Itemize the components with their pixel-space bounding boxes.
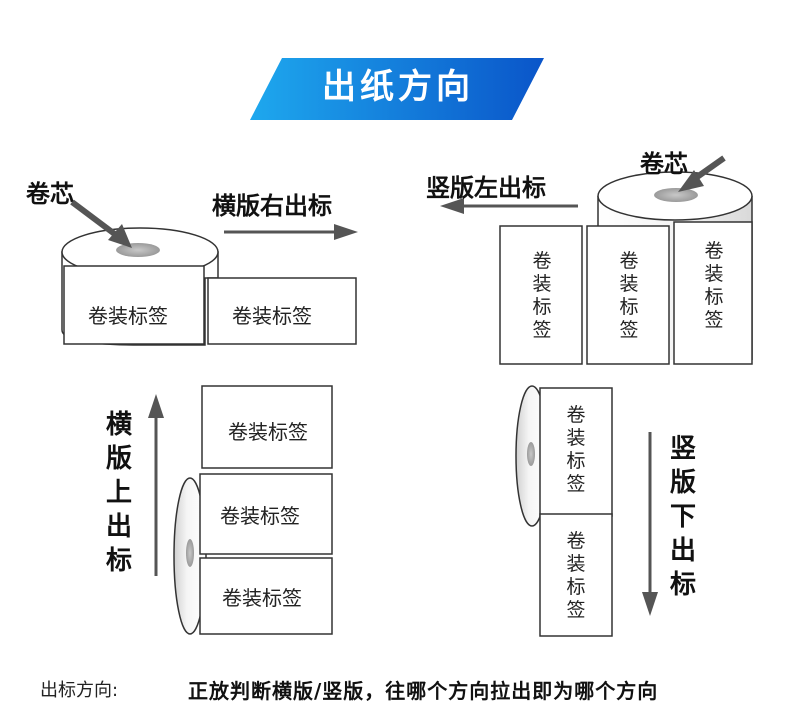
arrow-up-icon xyxy=(148,394,164,576)
title-banner xyxy=(250,58,544,120)
direction-label-top-left: 横版右出标 xyxy=(212,192,332,220)
footer-label: 出标方向: xyxy=(40,680,119,701)
label-sticker-text: 卷装标签 xyxy=(566,404,586,495)
core-pointer-arrow-left xyxy=(70,199,132,248)
label-sticker-text: 卷装标签 xyxy=(566,530,586,621)
label-sticker-text: 卷装标签 xyxy=(222,586,302,610)
direction-label-bottom-right: 竖版下出标 xyxy=(669,434,696,600)
page-title: 出纸方向 xyxy=(322,67,474,107)
core-label-right: 卷芯 xyxy=(640,150,688,178)
arrow-left-icon xyxy=(440,198,578,214)
label-sticker-text: 卷装标签 xyxy=(619,250,639,341)
arrow-right-icon xyxy=(224,224,358,240)
label-sticker-text: 卷装标签 xyxy=(704,240,724,331)
footer-text: 正放判断横版/竖版，往哪个方向拉出即为哪个方向 xyxy=(188,679,659,703)
label-sticker-text: 卷装标签 xyxy=(228,420,308,444)
arrow-down-icon xyxy=(642,432,658,616)
roll-top-left xyxy=(61,227,357,346)
label-sticker-text: 卷装标签 xyxy=(88,304,168,328)
roll-bottom-right xyxy=(515,385,613,637)
core-pointer-arrow-right xyxy=(678,155,726,192)
roll-bottom-left xyxy=(173,385,333,635)
label-sticker-text: 卷装标签 xyxy=(232,304,312,328)
roll-top-right xyxy=(499,171,753,365)
direction-label-top-right: 竖版左出标 xyxy=(426,174,546,202)
label-sticker-text: 卷装标签 xyxy=(532,250,552,341)
core-label-left: 卷芯 xyxy=(26,180,74,208)
label-sticker-text: 卷装标签 xyxy=(220,504,300,528)
direction-label-bottom-left: 横版上出标 xyxy=(105,410,132,576)
